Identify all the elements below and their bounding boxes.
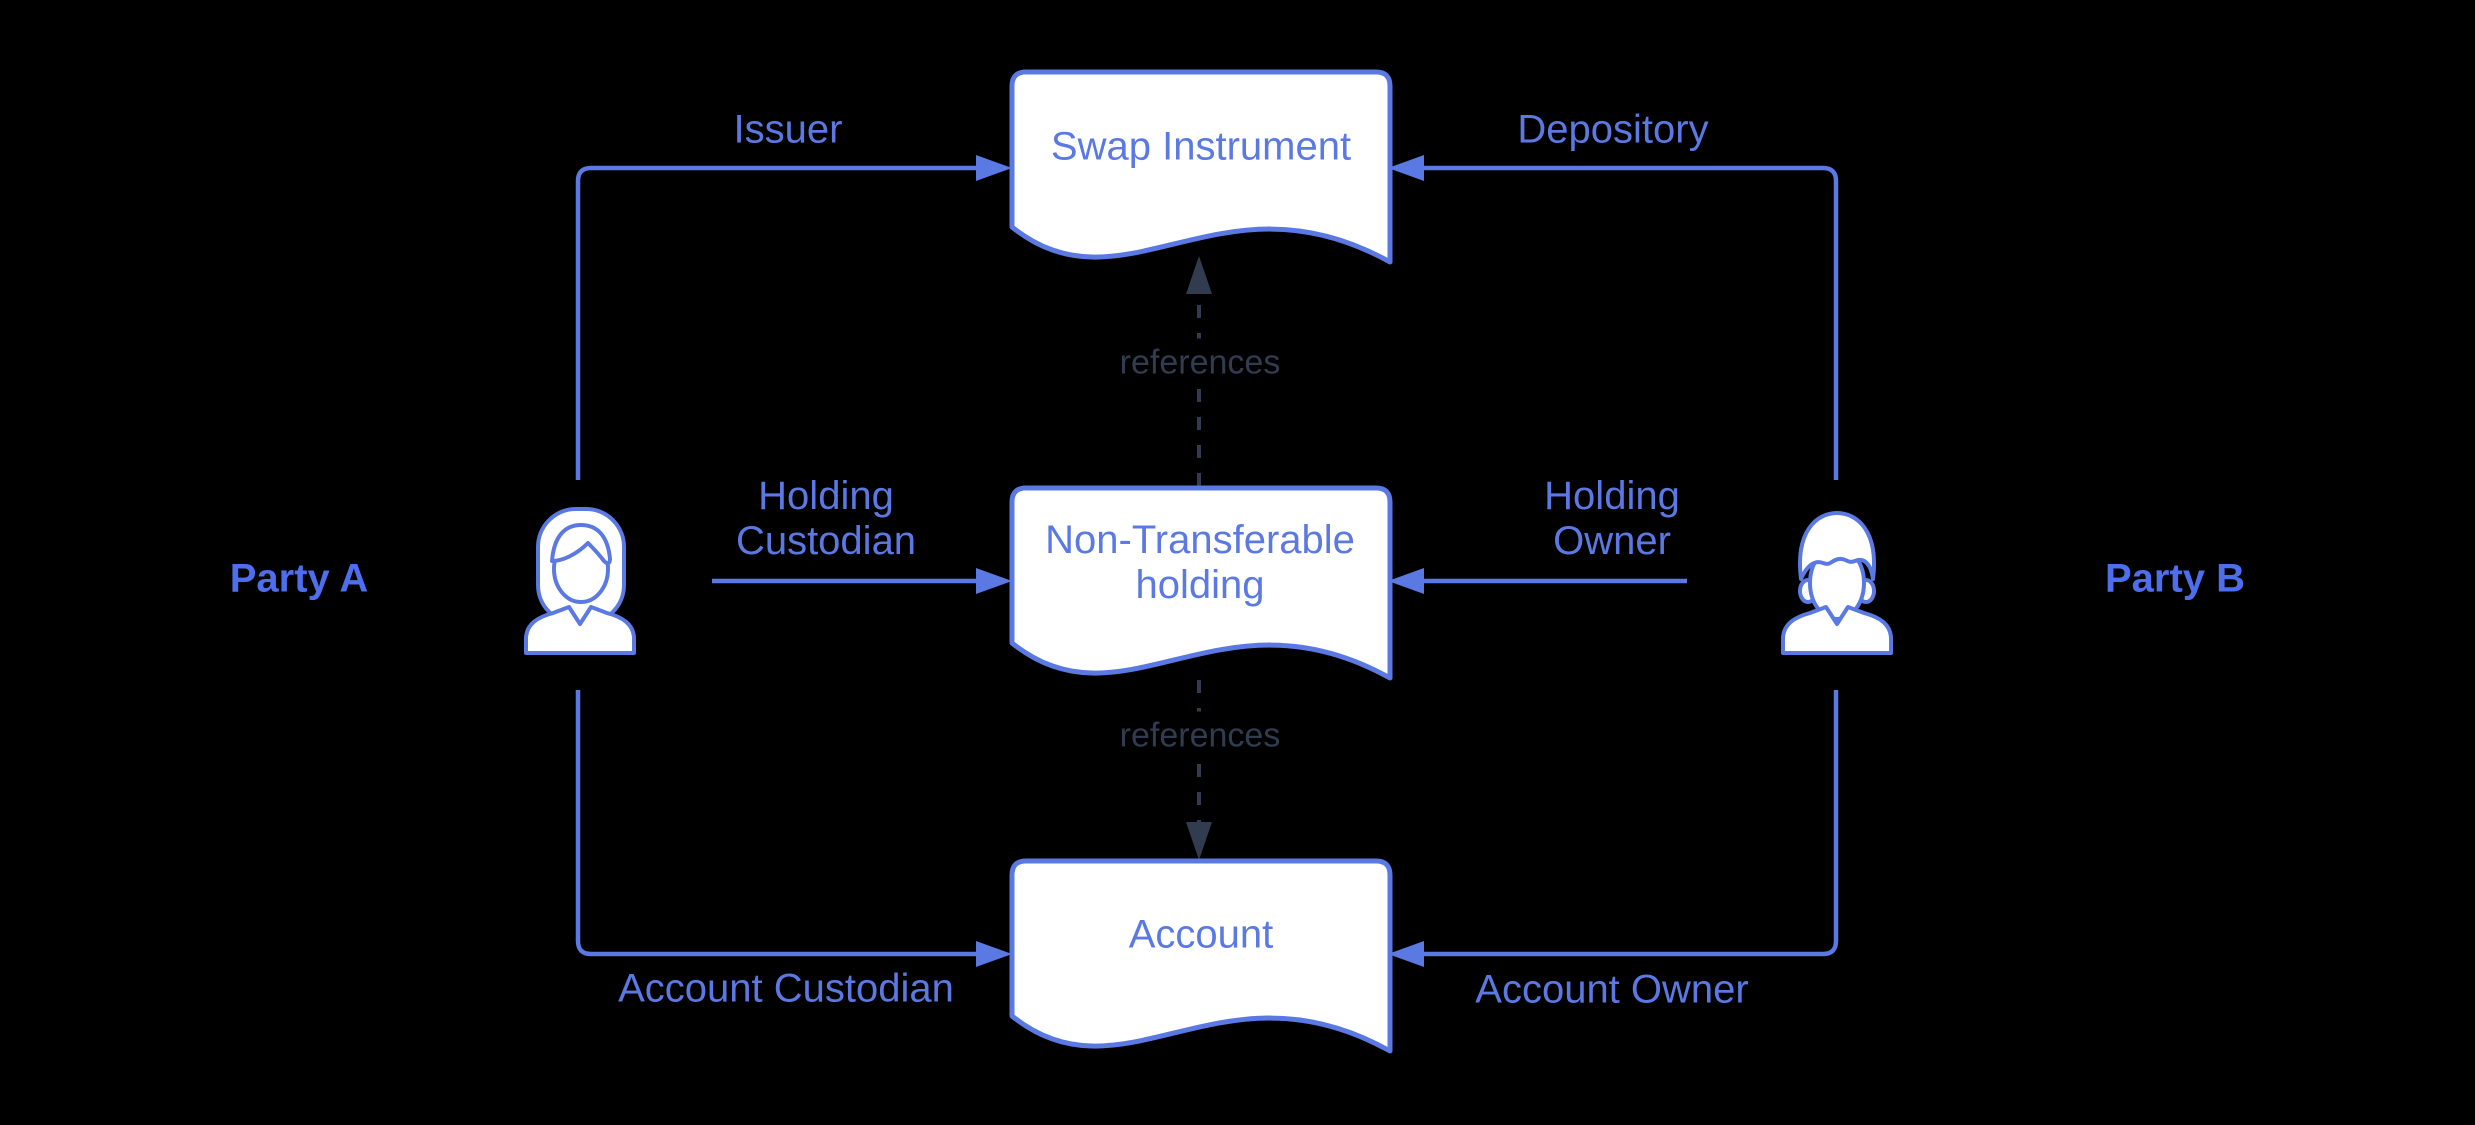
connector-holding-owner <box>1388 568 1687 594</box>
arrowhead-right-icon <box>976 155 1012 181</box>
edge-label-holding-owner: Holding Owner <box>1544 474 1680 564</box>
connector-account-custodian <box>575 690 1012 967</box>
node-title-swap-instrument: Swap Instrument <box>1050 124 1352 169</box>
node-title-holding-line2: holding <box>1135 563 1265 607</box>
arrowhead-left-icon <box>1388 155 1424 181</box>
edge-label-holding-custodian-line2: Custodian <box>735 519 917 563</box>
edge-label-holding-custodian: Holding Custodian <box>736 474 916 564</box>
edge-label-issuer: Issuer <box>733 107 843 152</box>
edge-label-depository: Depository <box>1517 107 1709 152</box>
connector-issuer <box>575 155 1012 480</box>
edge-label-references-top: references <box>1109 338 1291 388</box>
edge-label-account-owner: Account Owner <box>1475 967 1749 1012</box>
edge-label-references-bottom: references <box>1109 711 1291 761</box>
woman-user-icon <box>524 507 636 655</box>
node-title-account: Account <box>1128 912 1274 957</box>
connector-holding-custodian <box>712 568 1012 594</box>
arrowhead-right-icon <box>976 568 1012 594</box>
edge-label-holding-custodian-line1: Holding <box>758 474 894 518</box>
node-title-holding: Non-Transferable holding <box>1045 518 1355 608</box>
connector-references-bottom <box>1186 680 1212 860</box>
arrowhead-left-icon <box>1388 568 1424 594</box>
connector-account-owner <box>1388 690 1839 967</box>
document-shape-holding <box>1009 485 1393 681</box>
arrowhead-down-icon <box>1186 822 1212 860</box>
connector-references-top <box>1186 256 1212 486</box>
actor-label-party-a: Party A <box>229 556 369 601</box>
document-shape-swap-instrument <box>1009 69 1393 265</box>
man-user-icon <box>1781 511 1893 655</box>
edge-label-account-custodian: Account Custodian <box>618 966 954 1011</box>
actor-label-party-b: Party B <box>2104 556 2246 601</box>
arrowhead-up-icon <box>1186 256 1212 294</box>
document-shape-account <box>1009 858 1393 1054</box>
node-title-holding-line1: Non-Transferable <box>1045 518 1355 562</box>
arrowhead-right-icon <box>976 941 1012 967</box>
edge-label-holding-owner-line2: Owner <box>1553 519 1671 563</box>
arrowhead-left-icon <box>1388 941 1424 967</box>
connector-depository <box>1388 155 1839 480</box>
edge-label-holding-owner-line1: Holding <box>1544 474 1680 518</box>
